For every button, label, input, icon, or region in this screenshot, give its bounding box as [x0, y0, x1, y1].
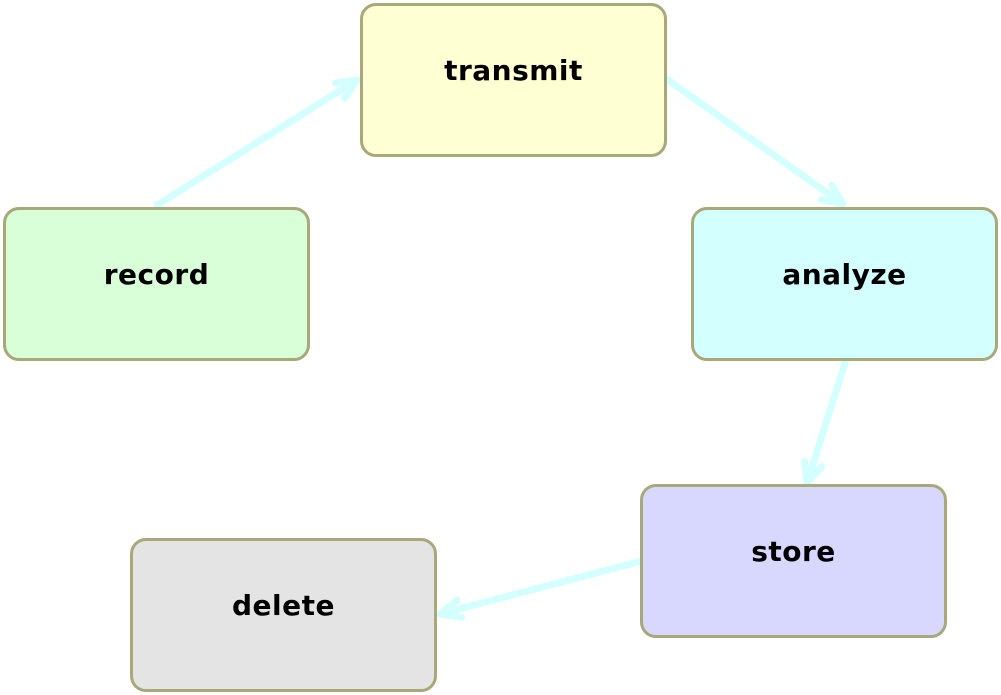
edge-line: [439, 558, 642, 617]
edge-analyze-to-store: [801, 359, 849, 487]
arrowhead-icon: [436, 596, 466, 622]
edge-line: [804, 359, 849, 484]
node-store: store: [640, 484, 947, 638]
node-record-label: record: [103, 258, 210, 291]
node-transmit: transmit: [360, 3, 667, 157]
arrowhead-icon: [331, 76, 361, 102]
edge-line: [664, 76, 845, 206]
arrowhead-icon: [801, 457, 826, 487]
edge-line: [153, 78, 358, 209]
edge-record-to-transmit: [153, 76, 361, 209]
arrowhead-icon: [817, 181, 847, 208]
node-delete: delete: [130, 538, 437, 692]
node-record: record: [3, 207, 310, 361]
node-analyze: analyze: [691, 207, 998, 361]
edge-store-to-delete: [436, 558, 642, 622]
edge-transmit-to-analyze: [664, 76, 847, 208]
node-transmit-label: transmit: [444, 54, 583, 87]
node-store-label: store: [751, 535, 836, 568]
node-delete-label: delete: [232, 589, 335, 622]
node-analyze-label: analyze: [782, 258, 907, 291]
